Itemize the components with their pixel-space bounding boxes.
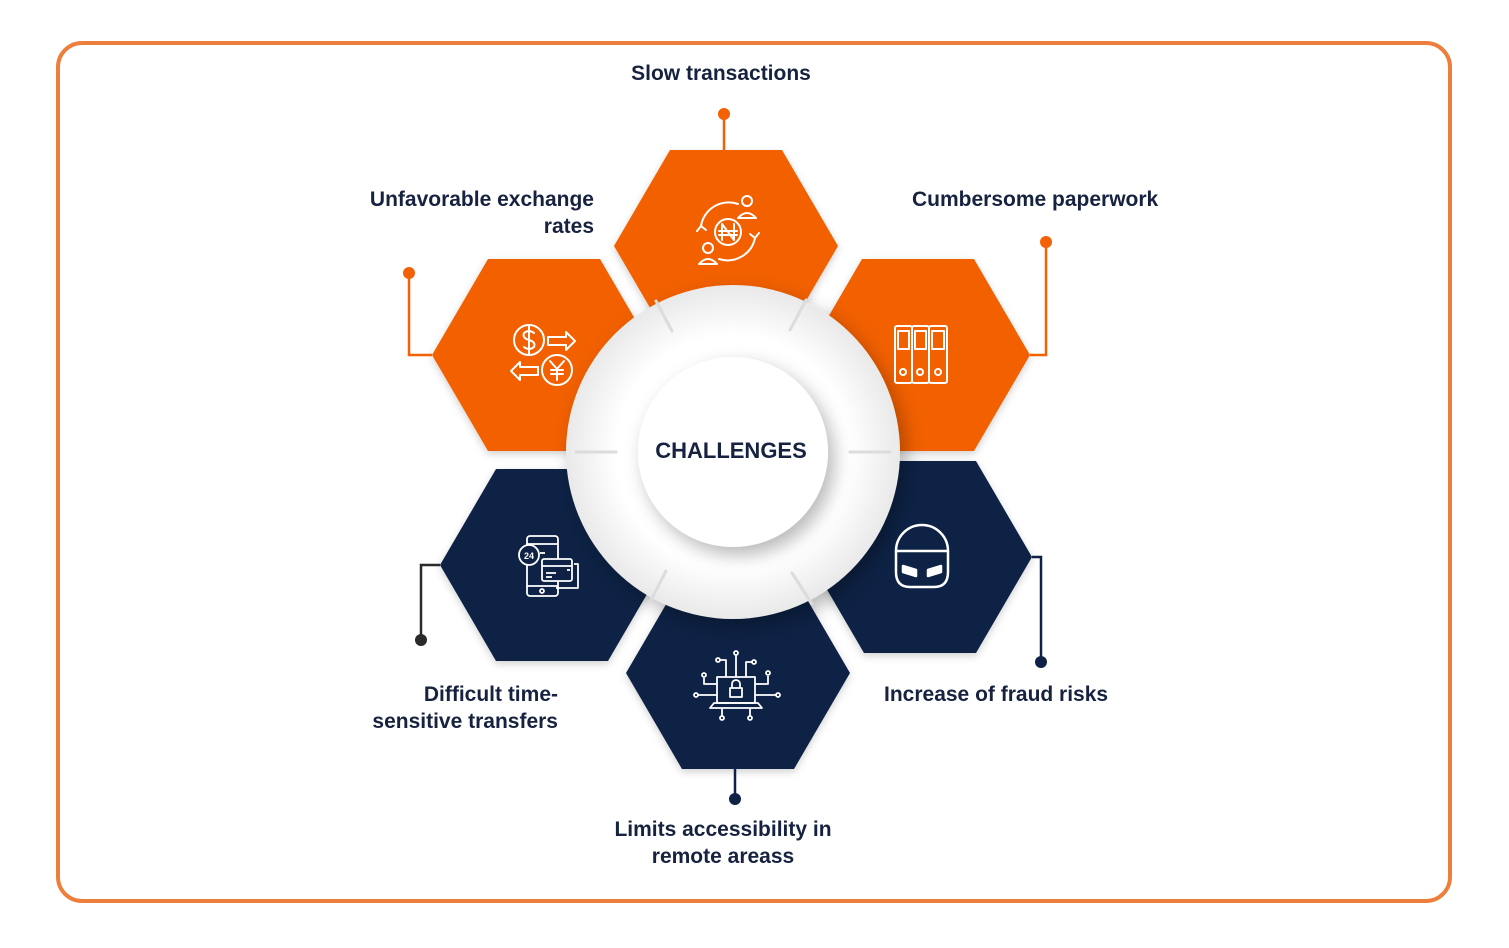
connector-difficult-transfers (415, 563, 440, 646)
hexagon-limits-accessibility (626, 577, 850, 769)
connector-slow-transactions (718, 108, 730, 150)
label-difficult-transfers: Difficult time- sensitive transfers (372, 683, 558, 733)
diagram-frame (56, 41, 1452, 903)
binders-icon (894, 325, 948, 384)
center-label: CHALLENGES (655, 438, 807, 463)
mobile-24h-payment-icon (518, 535, 579, 597)
connector-cumbersome-paperwork (1030, 236, 1052, 357)
laptop-network-lock-icon (693, 650, 781, 721)
connector-increase-fraud-risks (1032, 555, 1047, 668)
dollar-yen-exchange-icon (510, 324, 576, 386)
masked-thief-icon (894, 523, 950, 589)
center-circle (638, 357, 828, 547)
connector-limits-accessibility (729, 769, 741, 805)
label-cumbersome-paperwork: Cumbersome paperwork (912, 188, 1159, 211)
connector-unfavorable-rates (403, 267, 432, 357)
currency-exchange-people-icon (696, 195, 760, 265)
label-slow-transactions: Slow transactions (631, 62, 811, 85)
label-increase-fraud-risks: Increase of fraud risks (884, 683, 1109, 706)
mobile-24h-text: 24 (524, 551, 534, 561)
label-limits-accessibility: Limits accessibility in remote areass (614, 818, 832, 868)
ring-separators (574, 298, 892, 606)
label-unfavorable-rates: Unfavorable exchange rates (369, 188, 594, 238)
